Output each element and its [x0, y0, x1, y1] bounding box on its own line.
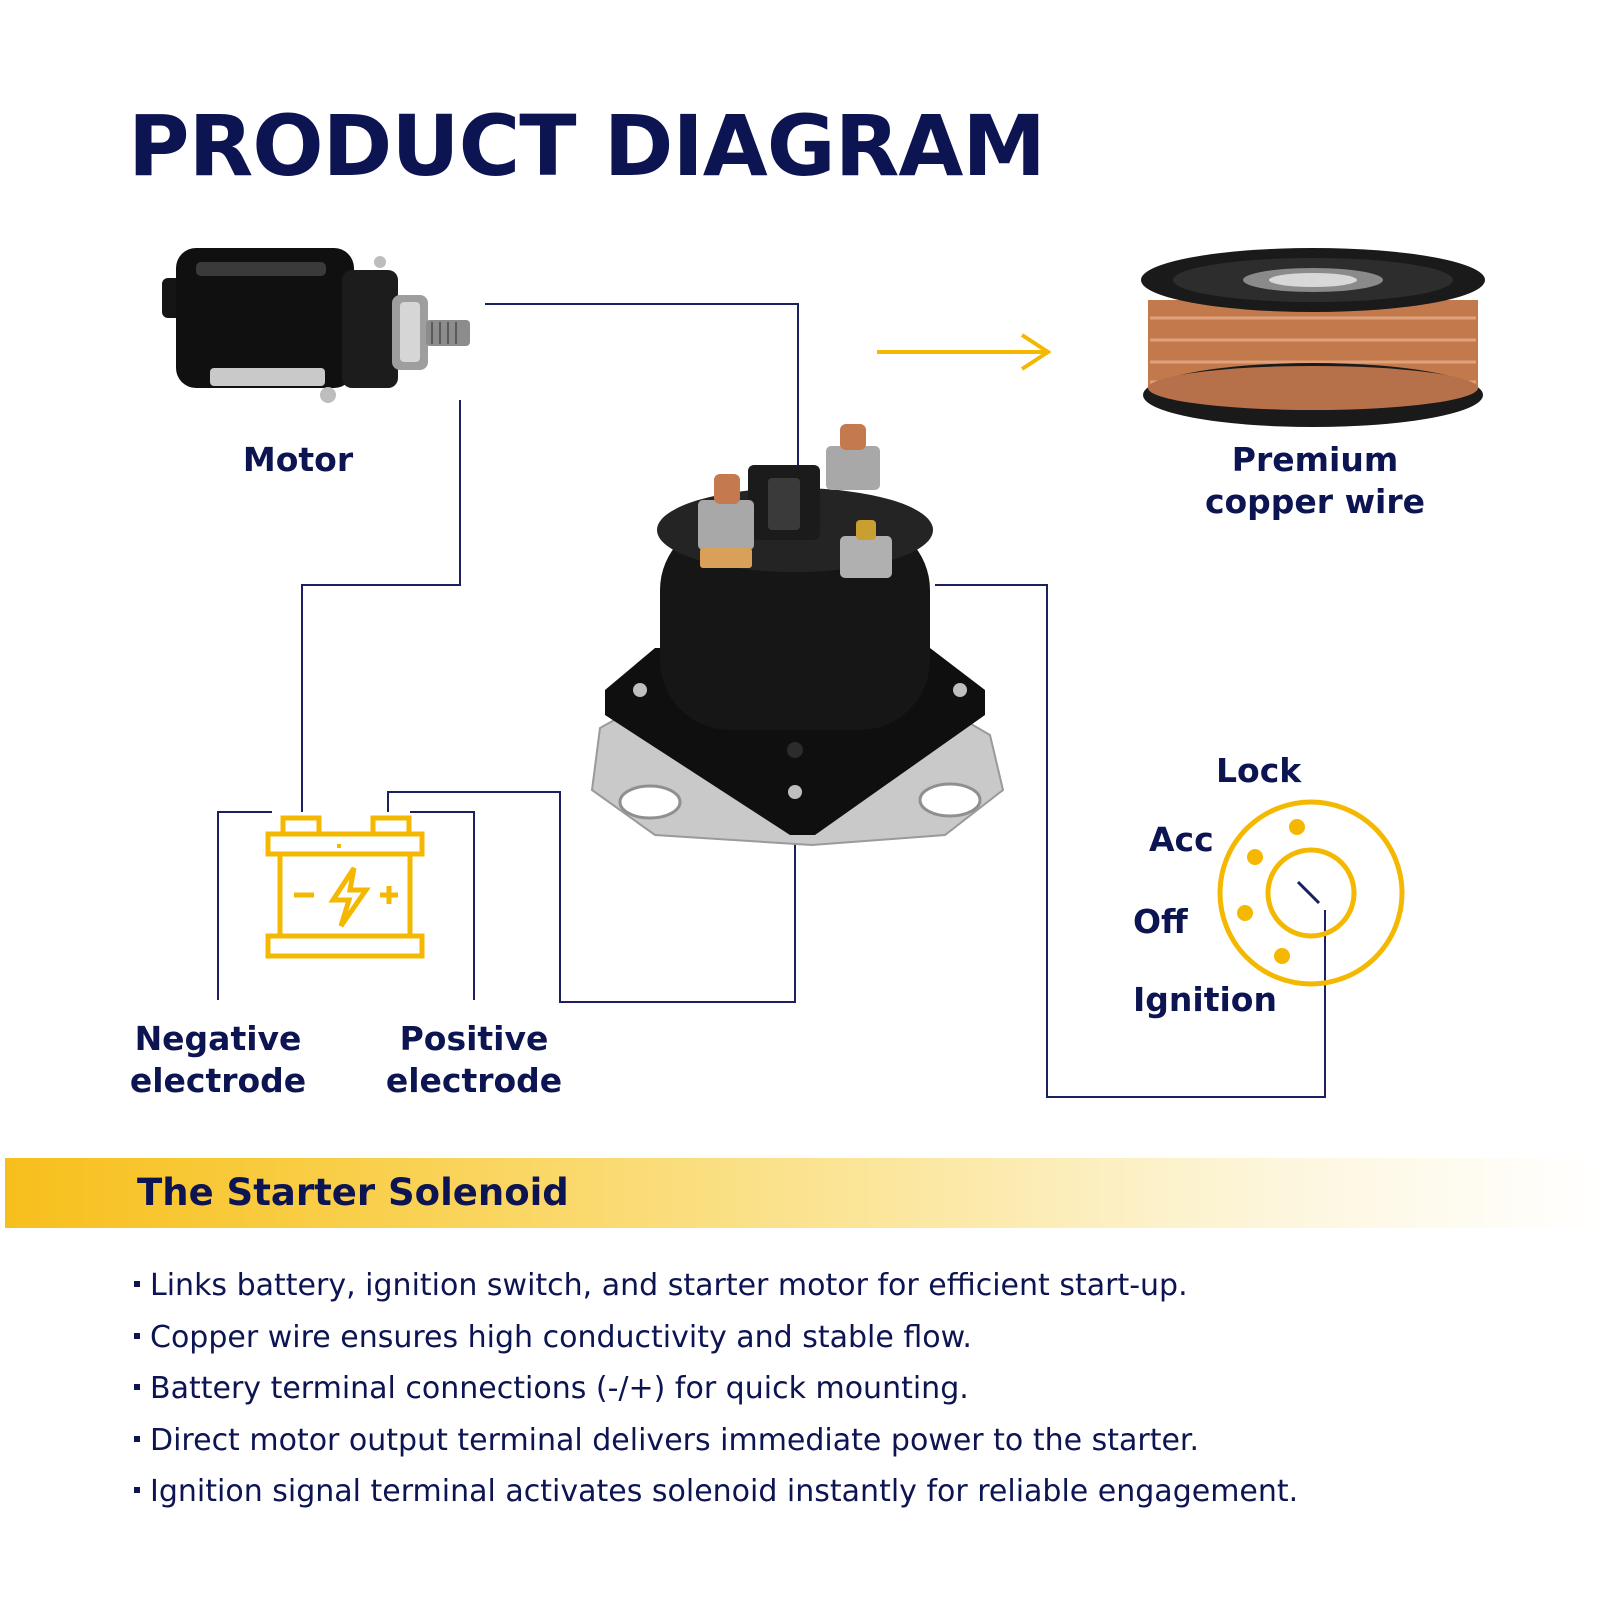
motor-label: Motor — [242, 440, 354, 479]
section-title: The Starter Solenoid — [137, 1171, 569, 1214]
ignition-position-acc: Acc — [1149, 820, 1214, 859]
bullet-icon — [134, 1487, 140, 1493]
ignition-position-lock: Lock — [1216, 751, 1302, 790]
arrow-right-icon — [877, 333, 1052, 371]
wire-negative-lead — [217, 811, 272, 1000]
wire-solenoid-to-ignition — [935, 584, 1326, 1098]
negative-electrode-label: Negative electrode — [129, 1019, 307, 1100]
copper-wire-label: Premium copper wire — [1204, 440, 1426, 521]
wire-battery-positive-to-solenoid — [387, 791, 796, 1003]
wire-motor-to-solenoid — [485, 303, 799, 470]
page-title: PRODUCT DIAGRAM — [128, 97, 1046, 195]
list-item: Battery terminal connections (-/+) for q… — [132, 1363, 1298, 1415]
bullet-icon — [134, 1384, 140, 1390]
wire-motor-to-battery-negative — [301, 400, 461, 812]
wire-positive-lead — [410, 811, 475, 1000]
battery-icon — [265, 815, 425, 959]
ignition-switch-icon — [1217, 799, 1405, 987]
list-item: Ignition signal terminal activates solen… — [132, 1466, 1298, 1518]
list-item: Direct motor output terminal delivers im… — [132, 1415, 1298, 1467]
list-item: Copper wire ensures high conductivity an… — [132, 1312, 1298, 1364]
bullet-icon — [134, 1435, 140, 1442]
solenoid-image — [590, 424, 1005, 847]
starter-motor-image — [162, 248, 470, 403]
positive-electrode-label: Positive electrode — [385, 1019, 563, 1100]
feature-list: Links battery, ignition switch, and star… — [132, 1260, 1298, 1518]
bullet-icon — [134, 1332, 140, 1339]
wiring-lines — [217, 303, 1326, 1098]
bullet-icon — [134, 1281, 140, 1287]
ignition-position-ignition: Ignition — [1133, 980, 1277, 1019]
copper-spool-image — [1141, 248, 1485, 427]
section-header-band: The Starter Solenoid — [5, 1158, 1600, 1228]
ignition-position-off: Off — [1133, 902, 1188, 941]
list-item: Links battery, ignition switch, and star… — [132, 1260, 1298, 1312]
